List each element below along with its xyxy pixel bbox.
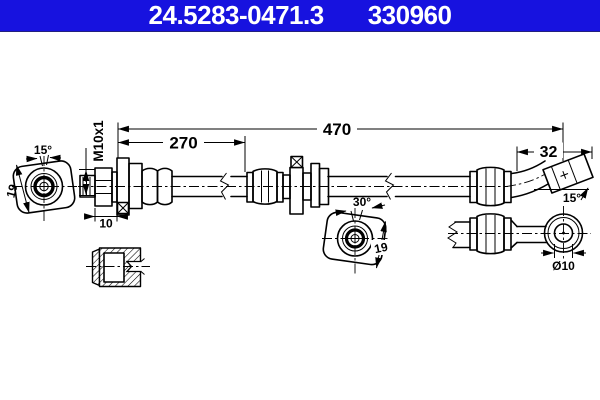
taper: [510, 219, 518, 228]
dim-arrow: [49, 154, 62, 162]
dim-angle-mid-label: 30°: [353, 195, 371, 209]
dim-line-19-left: [15, 164, 30, 214]
end-view-left: 15° 19: [4, 143, 77, 221]
hex-nut: [94, 167, 113, 207]
left-flange-outline: [12, 160, 76, 214]
dim-total-length-label: 470: [323, 120, 351, 139]
ring: [503, 170, 512, 204]
label-mask: [534, 142, 563, 158]
angled-union: [542, 153, 594, 194]
title-bar: 24.5283-0471.3 330960: [0, 0, 600, 32]
break-edge: [447, 221, 458, 248]
part-number: 24.5283-0471.3: [148, 0, 325, 30]
notch-flare: [140, 258, 145, 262]
collar: [128, 162, 143, 210]
ring: [246, 171, 254, 203]
union-facet: [550, 166, 561, 191]
dim-arrow: [25, 155, 38, 163]
end-view-middle: 30° 19: [322, 195, 391, 274]
ring: [503, 217, 512, 251]
dim-arrow: [579, 187, 589, 201]
ring: [276, 171, 284, 203]
middle-fitting: [246, 155, 330, 215]
dim-end-length-label: 32: [540, 144, 558, 161]
taper-line: [350, 210, 354, 222]
taper-line: [359, 209, 363, 221]
label-mask: [317, 120, 357, 137]
union-cross: [562, 171, 567, 179]
union-facet: [567, 159, 578, 184]
mount-flange: [289, 166, 304, 215]
dim-arrow: [333, 209, 347, 216]
disc: [310, 162, 321, 208]
dim-angle-right-label: 15°: [563, 191, 581, 205]
thread-size-label: M10x1: [91, 120, 106, 162]
bent-tube: [510, 160, 546, 175]
crimp-bulge: [156, 167, 173, 206]
clip-symbol-x: [117, 202, 129, 214]
dim-eye-dia-label: Ø10: [552, 259, 575, 273]
right-end-top: 15°: [469, 153, 594, 207]
clip-symbol-x: [290, 156, 303, 168]
break-symbol: [384, 172, 395, 200]
catalog-number: 330960: [367, 0, 452, 30]
dim-angle-left-label: 15°: [34, 143, 52, 157]
disc: [318, 167, 330, 206]
bracket-slot: [103, 252, 125, 283]
taper-line: [39, 155, 43, 167]
dim-hex-left-label: 19: [4, 182, 21, 199]
label-mask: [163, 134, 204, 151]
right-end-bottom: Ø10: [447, 206, 591, 273]
dimensions: 470 270 32 M10x1 10: [79, 120, 593, 231]
notch-flare: [140, 271, 145, 275]
dim-hex-mid-label: 19: [373, 240, 389, 257]
taper-line: [46, 154, 49, 166]
ring: [469, 170, 478, 204]
dim-first-length-label: 270: [169, 134, 197, 153]
label-mask: [371, 240, 391, 255]
hose-body: [78, 172, 508, 200]
bracket-flange-section: [91, 248, 101, 287]
dim-arrow: [371, 202, 386, 209]
banjo-eye-hole: [553, 223, 574, 243]
break-symbol: [219, 172, 230, 200]
ring: [469, 217, 478, 251]
crimp-bulge: [476, 213, 505, 255]
taper: [510, 241, 518, 249]
dim-offset-left-label: 10: [99, 217, 113, 231]
bracket-section-detail: [86, 247, 150, 288]
